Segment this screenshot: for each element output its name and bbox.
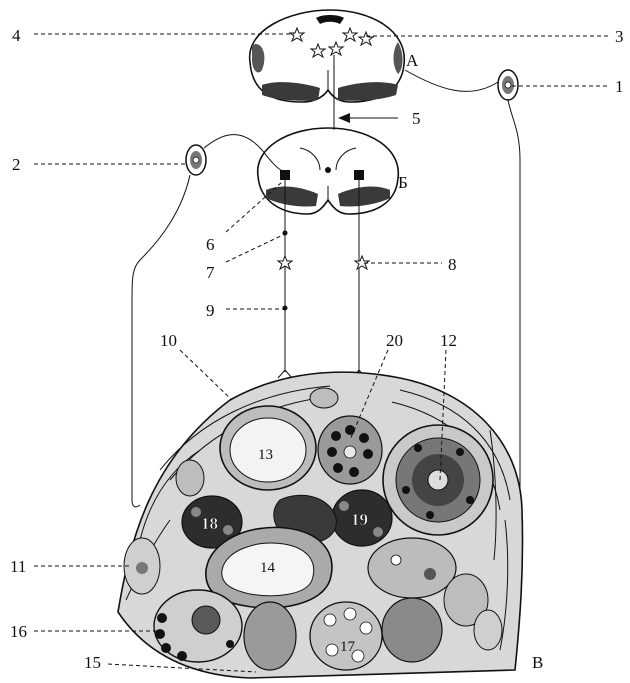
label-b: Б bbox=[398, 173, 408, 192]
lateral-horn-neuron-left bbox=[280, 170, 290, 180]
neuron-star-a3 bbox=[329, 42, 343, 55]
label-7: 7 bbox=[206, 263, 215, 282]
neuron-star-a1 bbox=[290, 28, 304, 41]
neuron-star-a2 bbox=[311, 44, 325, 57]
lateral-horn-neuron-right bbox=[354, 170, 364, 180]
follicle-17 bbox=[310, 602, 382, 670]
section-b bbox=[258, 128, 399, 214]
label-9: 9 bbox=[206, 301, 215, 320]
section-v-tissue bbox=[118, 372, 523, 678]
label-12: 12 bbox=[440, 331, 457, 350]
neuron-star-a4 bbox=[343, 28, 357, 41]
label-4: 4 bbox=[12, 26, 21, 45]
label-3: 3 bbox=[615, 27, 624, 46]
label-v: В bbox=[532, 653, 543, 672]
label-18: 18 bbox=[201, 514, 218, 533]
label-6: 6 bbox=[206, 235, 215, 254]
leader-6 bbox=[226, 182, 282, 232]
label-14: 14 bbox=[260, 560, 276, 576]
label-11: 11 bbox=[10, 557, 26, 576]
neuron-star-a5 bbox=[359, 32, 373, 45]
label-17: 17 bbox=[340, 639, 356, 655]
label-2: 2 bbox=[12, 155, 21, 174]
label-a: А bbox=[406, 51, 419, 70]
leader-7 bbox=[226, 234, 285, 262]
follicle-20 bbox=[318, 416, 382, 484]
spinal-ganglion-2 bbox=[186, 145, 206, 175]
corpuscle-12 bbox=[383, 425, 493, 535]
label-8: 8 bbox=[448, 255, 457, 274]
cell-11 bbox=[124, 538, 160, 594]
cell-16 bbox=[154, 590, 242, 662]
label-13: 13 bbox=[258, 447, 273, 463]
label-20: 20 bbox=[386, 331, 403, 350]
label-19: 19 bbox=[351, 510, 368, 529]
section-a bbox=[250, 10, 405, 102]
label-5: 5 bbox=[412, 109, 421, 128]
label-16: 16 bbox=[10, 622, 27, 641]
afferent-fiber-1 bbox=[508, 100, 520, 511]
label-10: 10 bbox=[160, 331, 177, 350]
label-15: 15 bbox=[84, 653, 101, 672]
spinal-ganglion-1 bbox=[498, 70, 518, 100]
leader-10 bbox=[180, 350, 232, 400]
label-1: 1 bbox=[615, 77, 624, 96]
